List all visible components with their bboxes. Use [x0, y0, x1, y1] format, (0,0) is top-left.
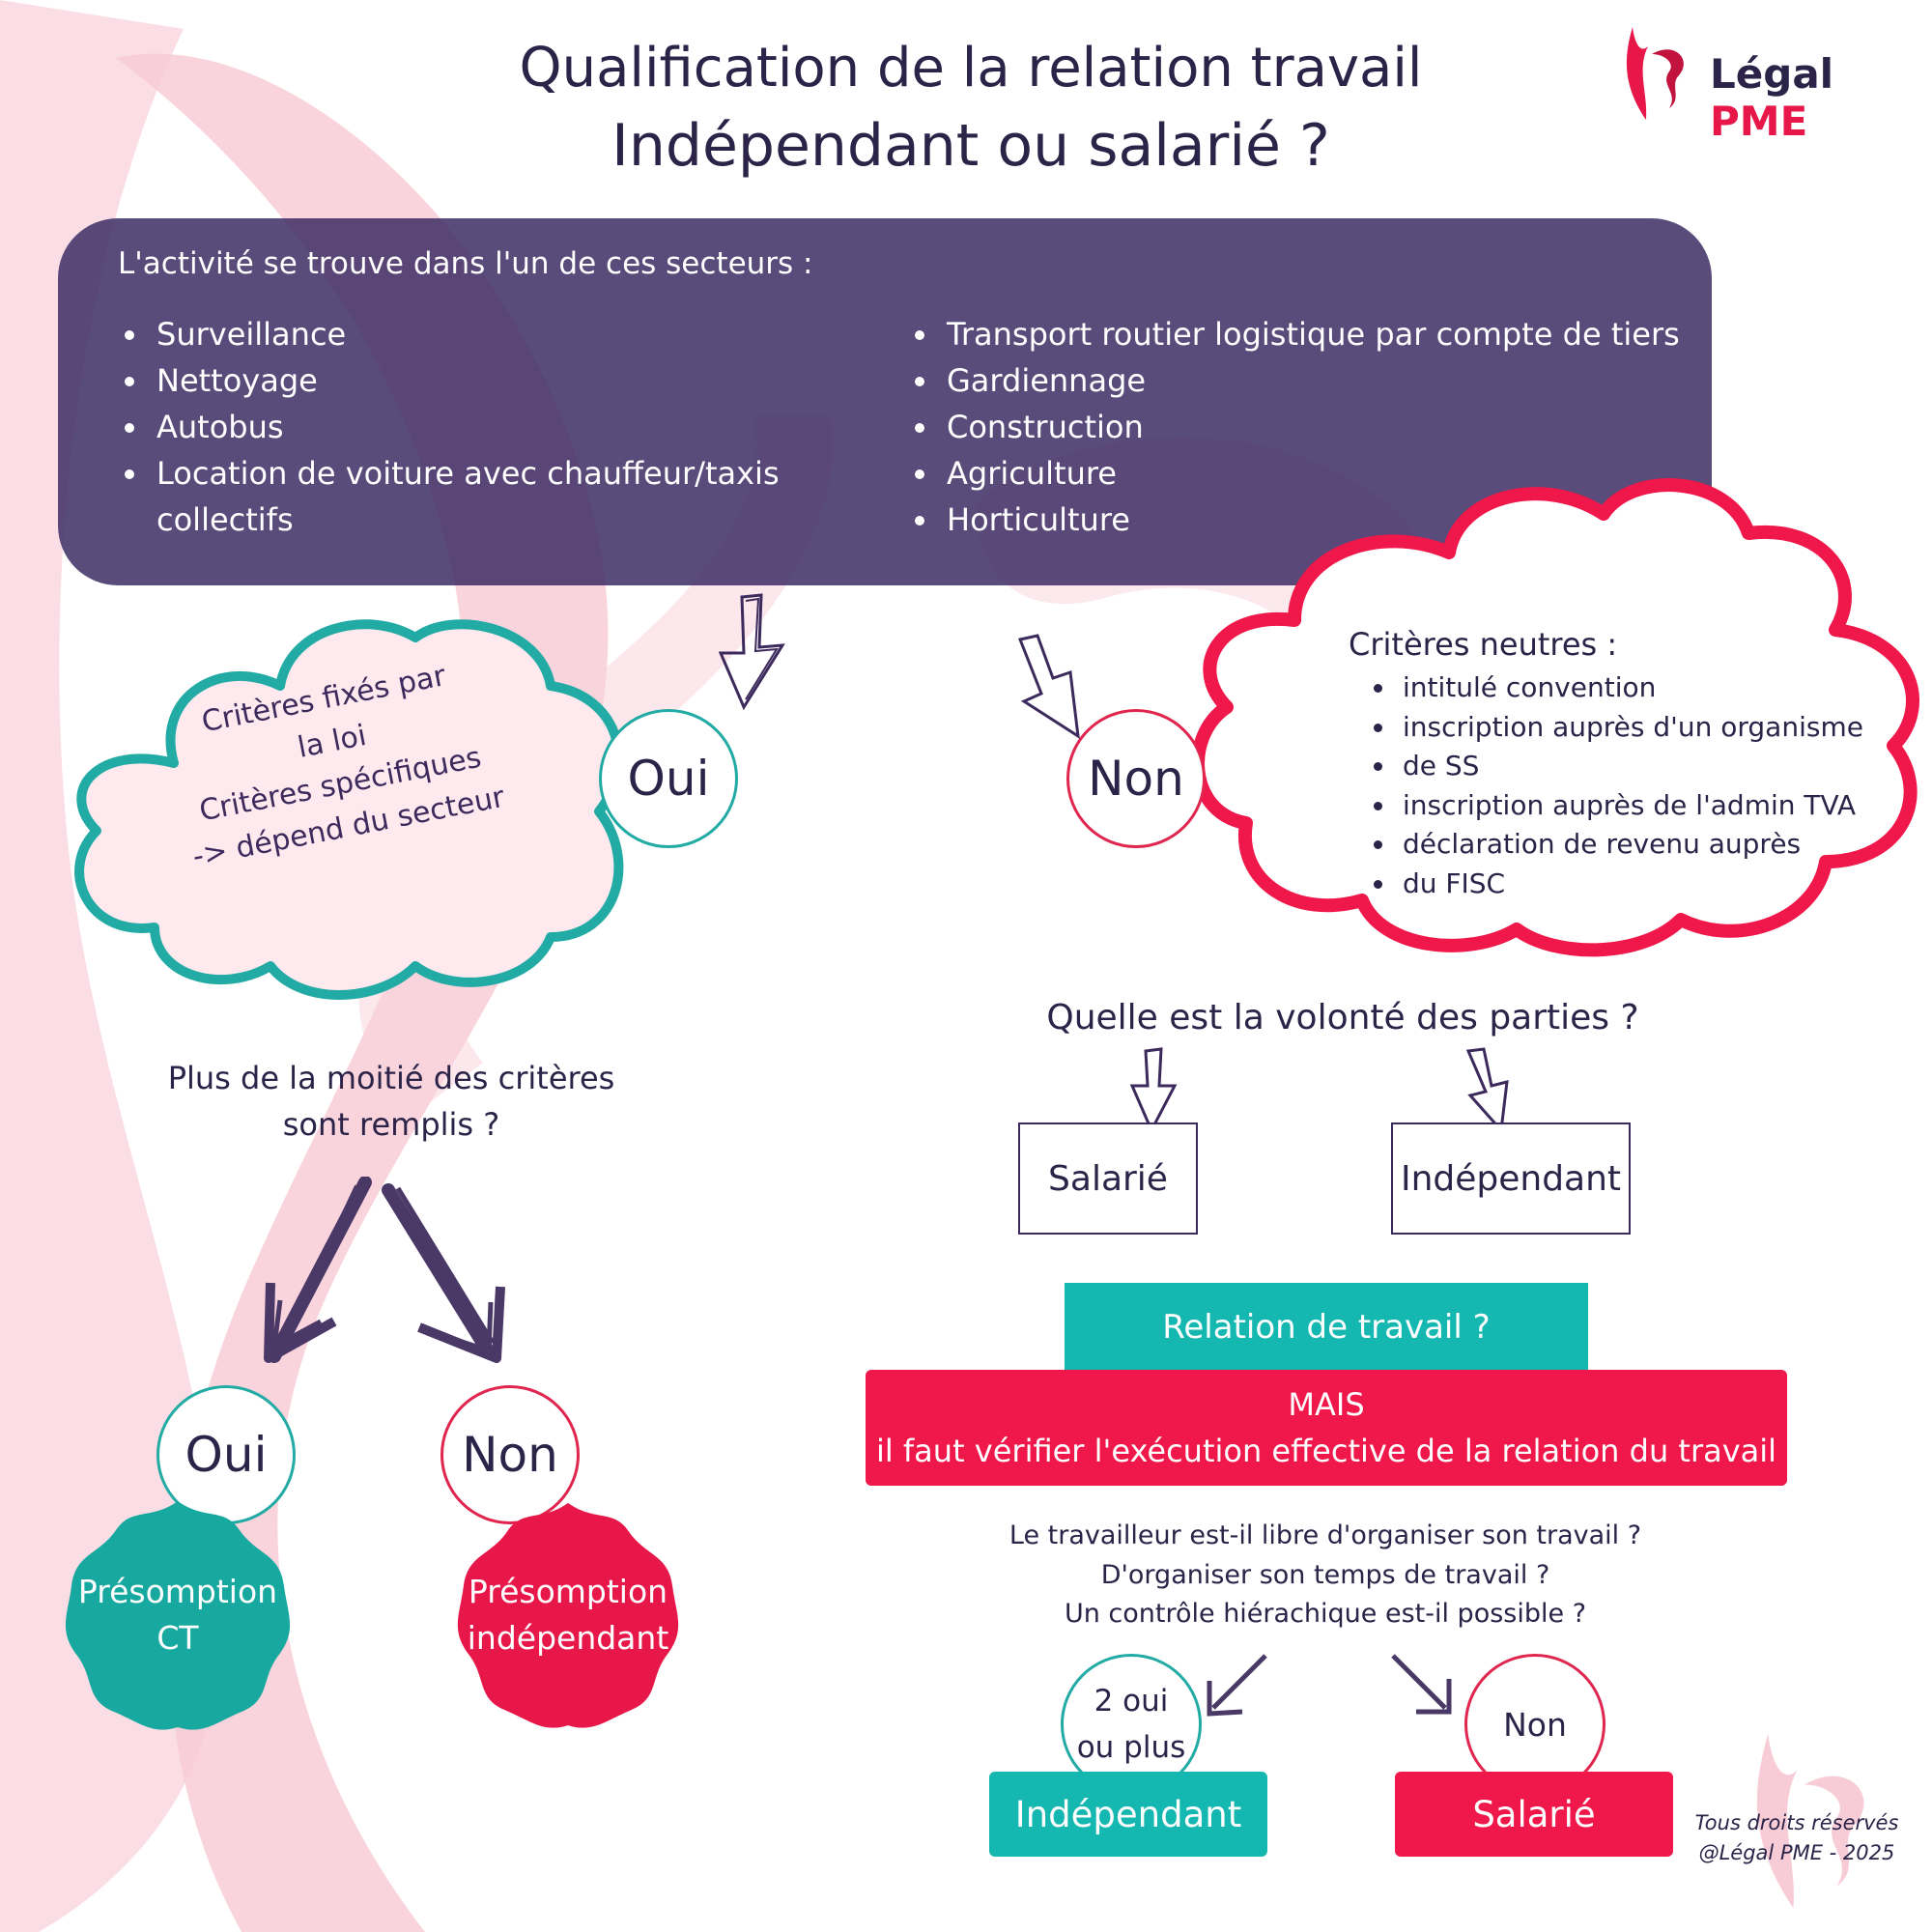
majority-question: Plus de la moitié des critères sont remp…: [145, 1055, 638, 1148]
hand-drawn-arrow-icon: [1129, 1047, 1178, 1134]
two-yes-line1: 2 oui: [1094, 1684, 1169, 1719]
hand-drawn-arrow-icon: [1465, 1047, 1509, 1134]
hand-drawn-arrow-icon: [1017, 634, 1080, 739]
swirl-logo-icon: [1626, 27, 1684, 120]
sector-item: Construction: [941, 404, 1733, 450]
neutral-criteria-list: intitulé convention inscription auprès d…: [1364, 668, 1899, 903]
footer-line1: Tous droits réservés: [1694, 1811, 1899, 1834]
mais-line1: MAIS: [1288, 1386, 1365, 1423]
mais-box: MAIS il faut vérifier l'exécution effect…: [866, 1370, 1787, 1486]
neutral-criteria-title: Critères neutres :: [1349, 626, 1618, 663]
neutral-criteria-item: déclaration de revenu auprès: [1397, 825, 1899, 865]
neutral-criteria-item: inscription auprès d'un organisme: [1397, 708, 1899, 748]
sector-item: Gardiennage: [941, 357, 1733, 404]
logo-text-main: Légal: [1710, 50, 1834, 98]
presumption-independant-badge: [457, 1502, 679, 1728]
oui-circle-sector: Oui: [599, 709, 738, 848]
relation-travail-box: Relation de travail ?: [1065, 1283, 1588, 1372]
presumption-ct-text: Présomption CT: [60, 1569, 296, 1662]
non-circle-majority: Non: [440, 1385, 580, 1524]
check-questions: Le travailleur est-il libre d'organiser …: [889, 1517, 1762, 1634]
non-circle-sector: Non: [1066, 709, 1206, 848]
sector-item: Autobus: [151, 404, 827, 450]
result-independant-box: Indépendant: [989, 1772, 1267, 1857]
hand-drawn-arrow-icon: [1391, 1654, 1452, 1715]
sector-item: Agriculture: [941, 450, 1733, 497]
result-salarie-box: Salarié: [1395, 1772, 1673, 1857]
presumption-independant-line2: indépendant: [467, 1619, 669, 1657]
non-circle-final: Non: [1464, 1654, 1605, 1795]
sector-item: Surveillance: [151, 311, 827, 357]
sector-item: Location de voiture avec chauffeur/taxis…: [151, 450, 827, 543]
neutral-criteria-item: de SS: [1397, 747, 1899, 786]
check-question-line1: Le travailleur est-il libre d'organiser …: [1009, 1520, 1642, 1550]
presumption-ct-line2: CT: [156, 1619, 199, 1657]
option-independant-box: Indépendant: [1391, 1122, 1631, 1235]
red-cloud-shape: [1191, 478, 1919, 957]
footer-line2: @Légal PME - 2025: [1698, 1841, 1895, 1864]
majority-question-line1: Plus de la moitié des critères: [167, 1060, 615, 1096]
sector-item: Horticulture: [941, 497, 1733, 543]
hand-drawn-arrow-icon: [264, 1177, 372, 1363]
neutral-criteria-item: inscription auprès de l'admin TVA: [1397, 786, 1899, 826]
hand-drawn-arrow-icon: [1207, 1654, 1267, 1717]
sector-item: Transport routier logistique par compte …: [941, 311, 1733, 357]
watermark-logo-icon: [1756, 1734, 1864, 1908]
logo-text: Légal PME: [1710, 50, 1932, 145]
two-yes-line2: ou plus: [1076, 1730, 1186, 1765]
oui-circle-majority: Oui: [156, 1385, 296, 1524]
sector-item: Nettoyage: [151, 357, 827, 404]
mais-line2: il faut vérifier l'exécution effective d…: [875, 1433, 1777, 1469]
neutral-criteria-item: intitulé convention: [1397, 668, 1899, 708]
teal-cloud-shape: [74, 619, 624, 1000]
sectors-list-right: Transport routier logistique par compte …: [908, 311, 1733, 543]
neutral-criteria-item: du FISC: [1397, 865, 1899, 904]
logo-text-accent: PME: [1710, 98, 1808, 145]
check-question-line3: Un contrôle hiérachique est-il possible …: [1064, 1599, 1587, 1629]
presumption-ct-badge: [65, 1501, 291, 1730]
check-question-line2: D'organiser son temps de travail ?: [1100, 1559, 1550, 1590]
title-line1: Qualification de la relation travail: [519, 37, 1423, 99]
presumption-independant-line1: Présomption: [468, 1573, 668, 1610]
hand-drawn-arrow-icon: [718, 593, 785, 711]
presumption-independant-text: Présomption indépendant: [450, 1569, 686, 1662]
option-salarie-box: Salarié: [1018, 1122, 1198, 1235]
sectors-list-left: Surveillance Nettoyage Autobus Location …: [118, 311, 827, 543]
presumption-ct-line1: Présomption: [77, 1573, 278, 1610]
hand-drawn-arrow-icon: [382, 1183, 505, 1363]
title-line2: Indépendant ou salarié ?: [611, 112, 1330, 180]
majority-question-line2: sont remplis ?: [282, 1106, 500, 1143]
footer-copyright: Tous droits réservés @Légal PME - 2025: [1681, 1808, 1913, 1868]
sectors-intro: L'activité se trouve dans l'un de ces se…: [118, 246, 813, 281]
will-question: Quelle est la volonté des parties ?: [1046, 998, 1639, 1037]
sectors-panel: [58, 218, 1712, 585]
